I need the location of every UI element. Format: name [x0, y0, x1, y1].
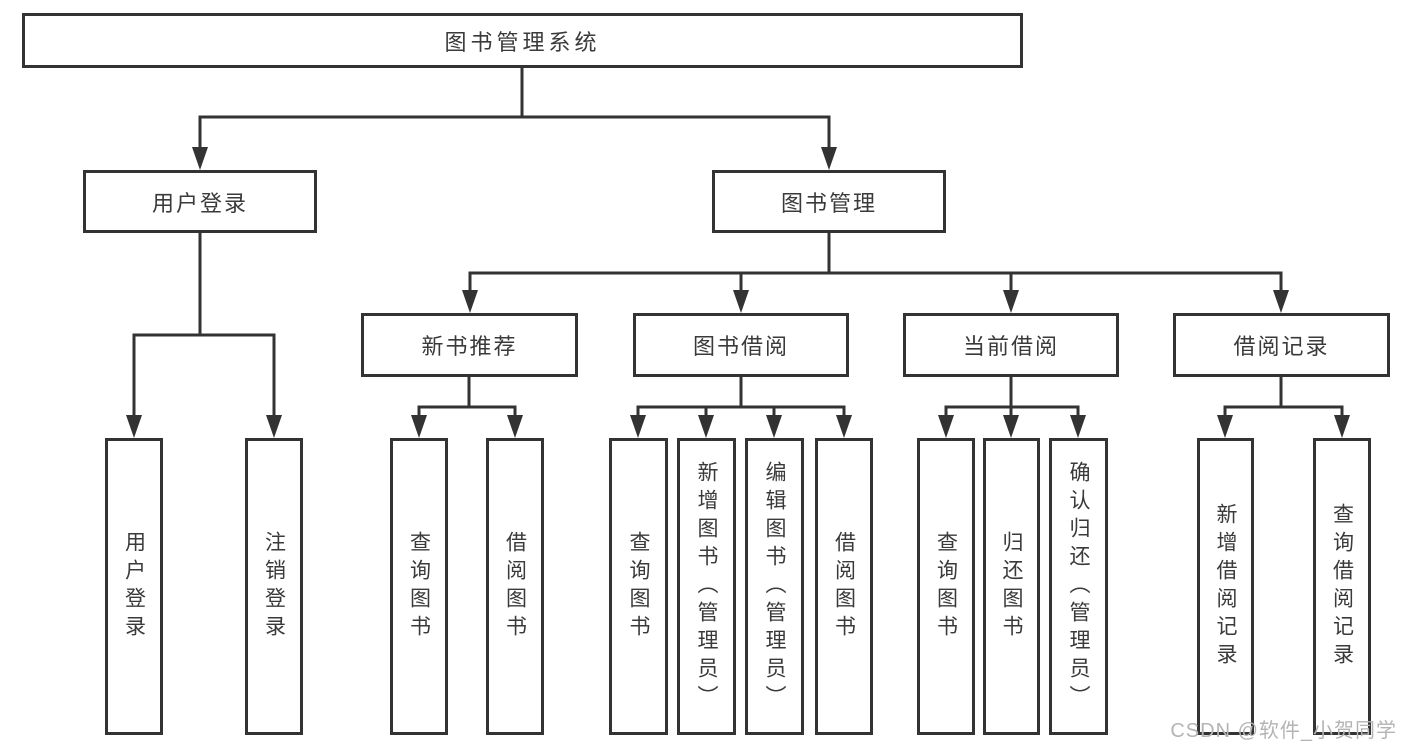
node-root: 图书管理系统 [22, 13, 1023, 68]
leaf-edit-book-admin: 编辑图书（管理员） [745, 438, 804, 735]
leaf-logout: 注销登录 [245, 438, 303, 735]
node-book-management: 图书管理 [712, 170, 946, 233]
leaf-user-login: 用户登录 [105, 438, 163, 735]
leaf-add-book-admin: 新增图书（管理员） [677, 438, 736, 735]
node-borrowing-records: 借阅记录 [1173, 313, 1390, 377]
node-current-borrowing: 当前借阅 [903, 313, 1119, 377]
node-new-book-recommend: 新书推荐 [361, 313, 578, 377]
leaf-confirm-return-admin: 确认归还（管理员） [1049, 438, 1108, 735]
node-book-borrowing: 图书借阅 [633, 313, 849, 377]
leaf-add-borrow-record: 新增借阅记录 [1197, 438, 1254, 735]
leaf-borrow-books-recommend: 借阅图书 [486, 438, 544, 735]
leaf-query-books-current: 查询图书 [917, 438, 975, 735]
leaf-query-books-borrowing: 查询图书 [609, 438, 668, 735]
leaf-borrow-books: 借阅图书 [815, 438, 873, 735]
leaf-query-borrow-record: 查询借阅记录 [1313, 438, 1371, 735]
leaf-query-books-recommend: 查询图书 [390, 438, 448, 735]
watermark: CSDN @软件_小贺同学 [1170, 720, 1397, 742]
leaf-return-book: 归还图书 [983, 438, 1040, 735]
node-user-login-branch: 用户登录 [83, 170, 317, 233]
